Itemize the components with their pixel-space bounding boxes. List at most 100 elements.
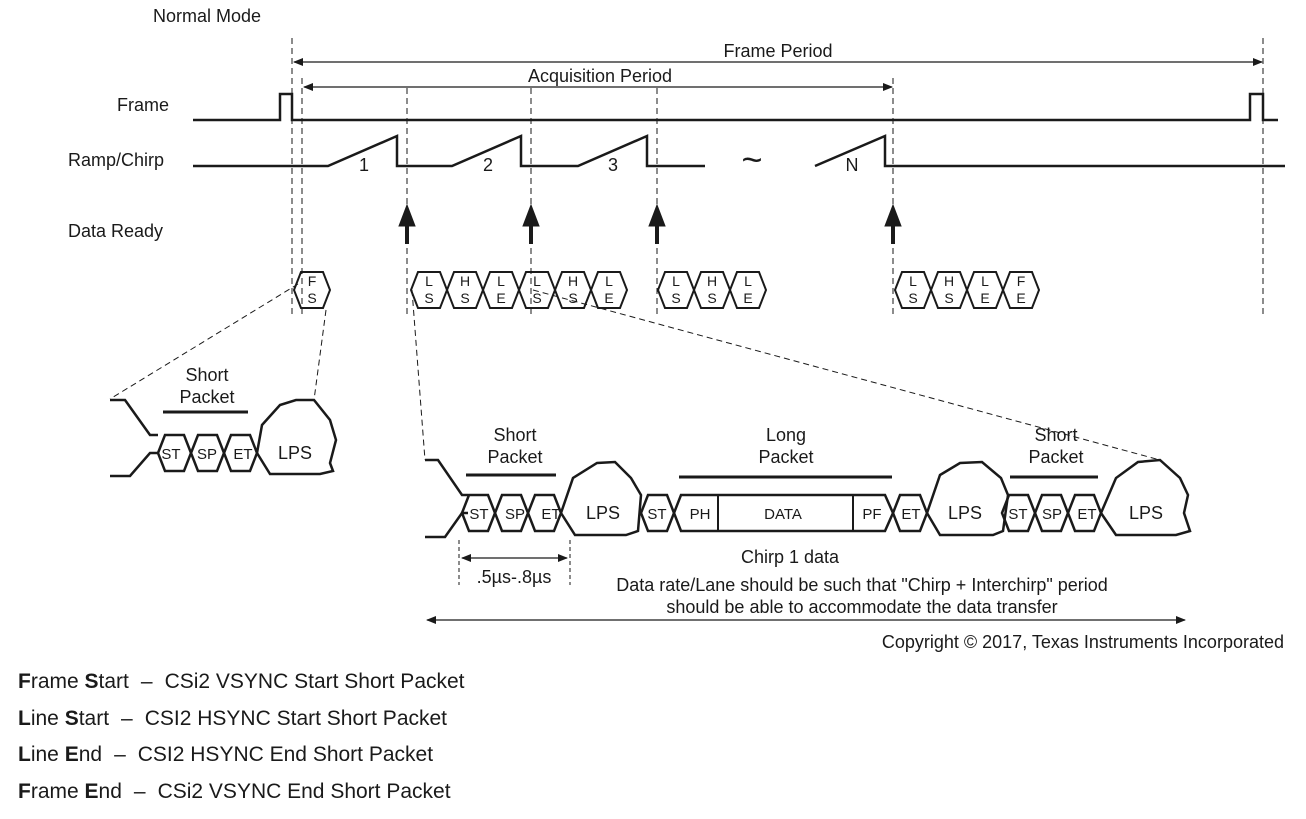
hex-packet-letter: E xyxy=(980,290,989,306)
ph-cell: PH xyxy=(690,506,711,523)
st-cell: ST xyxy=(469,506,488,523)
legend-bold-letter: E xyxy=(64,743,79,766)
hex-packet-letter: L xyxy=(425,273,433,289)
legend-term-text: tart xyxy=(78,707,110,730)
hex-packet-letter: S xyxy=(671,290,680,306)
sp-cell: SP xyxy=(1042,506,1062,523)
legend-separator: – xyxy=(121,707,133,730)
data-ready-arrows xyxy=(398,203,902,244)
legend-bold-letter: L xyxy=(18,707,31,730)
short-packet-label-3b: Packet xyxy=(1028,447,1083,467)
short-packet-label-3a: Short xyxy=(1034,425,1077,445)
acquisition-period-label: Acquisition Period xyxy=(528,66,672,86)
hex-packet xyxy=(292,271,332,309)
hex-packet-letter: L xyxy=(909,273,917,289)
lps-cell: LPS xyxy=(948,503,982,523)
legend-term-text: rame xyxy=(30,780,85,803)
st-cell: ST xyxy=(161,446,180,463)
long-packet-label-b: Packet xyxy=(758,447,813,467)
chirp-label-3: 3 xyxy=(608,155,618,175)
st-cell: ST xyxy=(647,506,666,523)
legend-description: CSi2 VSYNC Start Short Packet xyxy=(164,670,465,693)
sp-cell: SP xyxy=(505,506,525,523)
hex-packet-letter: S xyxy=(944,290,953,306)
zoom-lines xyxy=(109,283,1161,461)
hex-packet-letter: S xyxy=(532,290,541,306)
hex-packet-letter: E xyxy=(1016,290,1025,306)
frame-signal xyxy=(193,92,1278,122)
hex-packet-letter: E xyxy=(604,290,613,306)
legend-row: Line Start–CSI2 HSYNC Start Short Packet xyxy=(18,707,447,731)
legend-bold-letter: F xyxy=(18,780,31,803)
hex-packet-letter: L xyxy=(533,273,541,289)
data-cell: DATA xyxy=(764,506,802,523)
hex-packet-letter: S xyxy=(307,290,316,306)
legend-description: CSI2 HSYNC Start Short Packet xyxy=(144,707,448,730)
lps-cell: LPS xyxy=(586,503,620,523)
note-line-1: Data rate/Lane should be such that "Chir… xyxy=(616,575,1108,595)
hex-packet-letter: L xyxy=(497,273,505,289)
hex-packet-letter: S xyxy=(424,290,433,306)
data-ready-label: Data Ready xyxy=(68,221,163,241)
frame-start-detail xyxy=(110,398,338,478)
note-line-2: should be able to accommodate the data t… xyxy=(666,597,1057,617)
hex-packet-letter: L xyxy=(981,273,989,289)
hex-packet-letter: F xyxy=(1017,273,1026,289)
legend-bold-letter: E xyxy=(84,780,99,803)
legend-description: CSI2 HSYNC End Short Packet xyxy=(137,743,434,766)
chirp-label-1: 1 xyxy=(359,155,369,175)
legend-bold-letter: F xyxy=(18,670,31,693)
hex-packet-letter: H xyxy=(460,273,470,289)
legend-term-text: nd xyxy=(78,743,103,766)
hex-packet-letter: S xyxy=(908,290,917,306)
hex-packet-letter: H xyxy=(568,273,578,289)
legend-row: Frame End–CSi2 VSYNC End Short Packet xyxy=(18,780,451,804)
st-cell: ST xyxy=(1008,506,1027,523)
frame-period-label: Frame Period xyxy=(723,41,832,61)
hex-packet-letter: H xyxy=(944,273,954,289)
legend-term-text: nd xyxy=(98,780,122,803)
pf-cell: PF xyxy=(862,506,881,523)
et-cell: ET xyxy=(901,506,920,523)
legend-bold-letter: L xyxy=(18,743,31,766)
lps-cell: LPS xyxy=(278,443,312,463)
legend-bold-letter: S xyxy=(84,670,99,693)
hex-packet-letter: H xyxy=(707,273,717,289)
chirp-label-n: N xyxy=(846,155,859,175)
hex-packet-letter: L xyxy=(744,273,752,289)
frame-label: Frame xyxy=(117,95,169,115)
ramp-signal xyxy=(193,134,1285,168)
hex-packet xyxy=(1001,271,1041,309)
hex-packet-letter: F xyxy=(308,273,317,289)
chirp-label-2: 2 xyxy=(483,155,493,175)
hex-packet-letter: E xyxy=(743,290,752,306)
legend-bold-letter: S xyxy=(64,707,79,730)
short-packet-label-1b: Packet xyxy=(179,387,234,407)
chirp1-data-label: Chirp 1 data xyxy=(741,547,840,567)
hex-packet-letter: S xyxy=(707,290,716,306)
legend-row: Line End–CSI2 HSYNC End Short Packet xyxy=(18,743,433,767)
copyright: Copyright © 2017, Texas Instruments Inco… xyxy=(882,632,1284,652)
short-packet-label-1a: Short xyxy=(185,365,228,385)
short-packet-label-2b: Packet xyxy=(487,447,542,467)
timing-label: .5µs-.8µs xyxy=(477,567,552,587)
hex-packet xyxy=(589,271,629,309)
lps-cell: LPS xyxy=(1129,503,1163,523)
dashed-guides xyxy=(291,38,1264,318)
et-cell: ET xyxy=(541,506,560,523)
legend-row: Frame Start–CSi2 VSYNC Start Short Packe… xyxy=(18,670,465,694)
sp-cell: SP xyxy=(197,446,217,463)
legend-separator: – xyxy=(114,743,126,766)
hex-packet-letter: S xyxy=(568,290,577,306)
hex-packet-letter: L xyxy=(605,273,613,289)
legend-separator: – xyxy=(140,670,153,693)
long-packet-label-a: Long xyxy=(766,425,806,445)
legend-term-text: rame xyxy=(30,670,85,693)
legend-separator: – xyxy=(133,780,146,803)
et-cell: ET xyxy=(233,446,252,463)
normal-mode-label: Normal Mode xyxy=(153,6,261,26)
chirp1-detail xyxy=(425,458,1192,539)
hex-packet xyxy=(728,271,768,309)
